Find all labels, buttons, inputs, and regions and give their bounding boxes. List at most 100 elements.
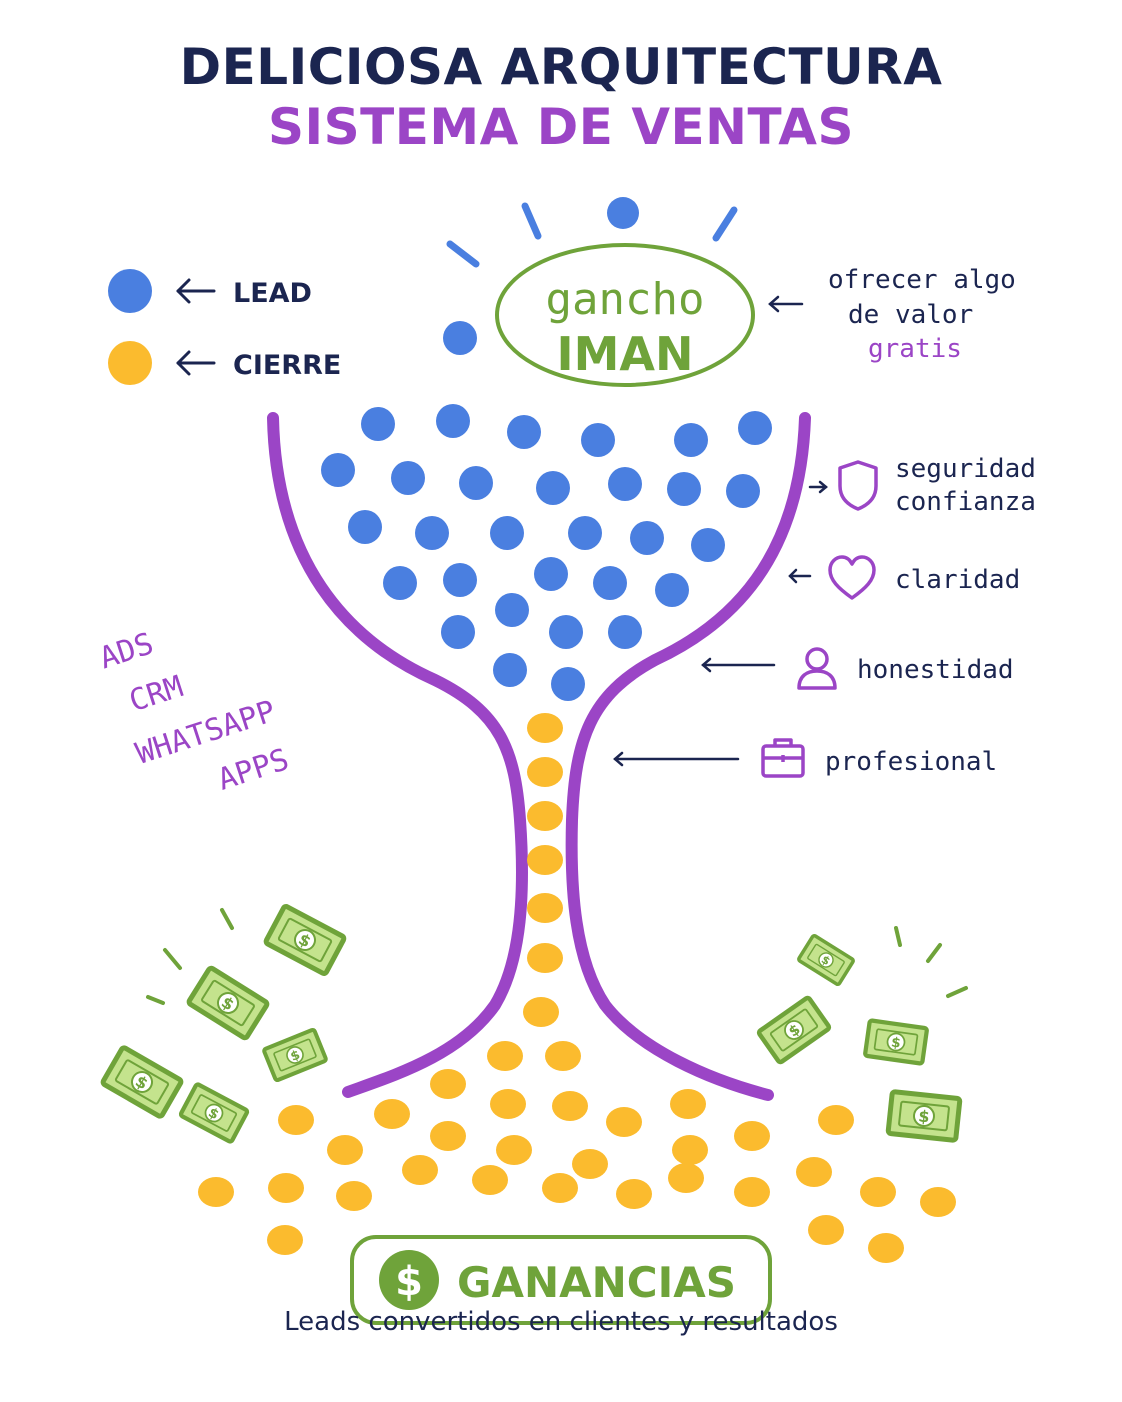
- cierre-dot: [487, 1041, 523, 1071]
- lead-dot: [667, 472, 701, 506]
- cierre-dot: [336, 1181, 372, 1211]
- lead-dot: [581, 423, 615, 457]
- cierre-dot: [734, 1177, 770, 1207]
- title-line-1: DELICIOSA ARQUITECTURA: [179, 38, 943, 96]
- lead-dot: [630, 521, 664, 555]
- cierre-dot: [668, 1163, 704, 1193]
- lead-dot: [655, 573, 689, 607]
- cierre-dot: [527, 713, 563, 743]
- lead-dot: [441, 615, 475, 649]
- lead-dot: [726, 474, 760, 508]
- cierre-dot: [920, 1187, 956, 1217]
- cierre-dot: [198, 1177, 234, 1207]
- lead-dot: [383, 566, 417, 600]
- lead-dot: [551, 667, 585, 701]
- money-bill-icon: [265, 905, 345, 974]
- cierre-dot: [523, 997, 559, 1027]
- lead-dot: [738, 411, 772, 445]
- lead-dot: [348, 510, 382, 544]
- offer-note: ofrecer algo de valor gratis: [768, 265, 1016, 364]
- lead-dot: [608, 467, 642, 501]
- lead-dot: [607, 197, 639, 229]
- cierre-dot: [818, 1105, 854, 1135]
- lead-dot: [568, 516, 602, 550]
- cierre-dot: [808, 1215, 844, 1245]
- cierre-dot: [527, 845, 563, 875]
- cierre-dot: [542, 1173, 578, 1203]
- arrow-left-icon: [768, 295, 804, 313]
- lead-dot: [321, 453, 355, 487]
- arrow-left-icon: [788, 568, 812, 584]
- person-icon: [797, 647, 837, 690]
- cierre-dot: [868, 1233, 904, 1263]
- tool-ads: ADS: [95, 626, 157, 676]
- money-bill-icon: [888, 1092, 960, 1141]
- value-profesional-label: profesional: [825, 747, 997, 777]
- money-bill-icon: [180, 1084, 248, 1143]
- cierre-dot: [327, 1135, 363, 1165]
- money-bill-icon: [263, 1029, 326, 1081]
- offer-line-1: ofrecer algo: [828, 265, 1016, 295]
- cierre-dot: [572, 1149, 608, 1179]
- value-honestidad: honestidad: [701, 647, 1014, 690]
- lead-dot: [361, 407, 395, 441]
- value-seguridad: seguridad confianza: [808, 454, 1036, 517]
- legend-lead-label: LEAD: [233, 278, 312, 309]
- cierre-dot: [796, 1157, 832, 1187]
- cierre-dot: [267, 1225, 303, 1255]
- cierre-dot: [734, 1121, 770, 1151]
- shield-icon: [838, 460, 878, 511]
- briefcase-icon: [761, 738, 805, 778]
- cierre-dot: [278, 1105, 314, 1135]
- cierre-dot: [496, 1135, 532, 1165]
- lead-dot: [415, 516, 449, 550]
- lead-dot: [459, 466, 493, 500]
- cierre-dot: [490, 1089, 526, 1119]
- ganancias-badge: $ GANANCIAS: [350, 1235, 772, 1325]
- cierre-dot: [402, 1155, 438, 1185]
- value-seguridad-line-2: confianza: [895, 487, 1036, 517]
- money-bills-left: [102, 905, 345, 1142]
- cierre-dot: [268, 1173, 304, 1203]
- lead-dot: [593, 566, 627, 600]
- cierre-dot: [670, 1089, 706, 1119]
- lead-dot: [507, 415, 541, 449]
- lead-dot: [443, 321, 477, 355]
- hook-line-2: IMAN: [557, 327, 694, 381]
- sparkle-lines: [894, 926, 968, 998]
- result-subtitle: Leads convertidos en clientes y resultad…: [284, 1307, 838, 1337]
- cierre-dot: [108, 341, 152, 385]
- lead-dot: [674, 423, 708, 457]
- cierre-dot: [374, 1099, 410, 1129]
- value-claridad: claridad: [788, 555, 1020, 600]
- money-bill-icon: [102, 1047, 182, 1117]
- lead-dot: [108, 269, 152, 313]
- hook-magnet: gancho IMAN: [495, 243, 755, 387]
- arrow-left-icon: [176, 350, 216, 376]
- dollar-symbol: $: [395, 1259, 423, 1305]
- cierre-dots: [198, 713, 956, 1263]
- offer-line-2: de valor: [848, 300, 973, 330]
- lead-dot: [608, 615, 642, 649]
- cierre-dot: [616, 1179, 652, 1209]
- lead-dot: [493, 653, 527, 687]
- lead-dot: [549, 615, 583, 649]
- title-line-2: SISTEMA DE VENTAS: [268, 98, 854, 156]
- legend-cierre-label: CIERRE: [233, 350, 341, 381]
- offer-line-3: gratis: [868, 334, 962, 364]
- funnel-outline: [267, 412, 811, 1101]
- money-bills-right: [758, 933, 960, 1141]
- lead-dot: [490, 516, 524, 550]
- lead-dot: [536, 471, 570, 505]
- cierre-dot: [552, 1091, 588, 1121]
- tool-apps: APPS: [214, 742, 294, 798]
- value-honestidad-label: honestidad: [857, 655, 1014, 685]
- lead-dot: [534, 557, 568, 591]
- cierre-dot: [430, 1069, 466, 1099]
- sparkle-lines: [446, 202, 738, 268]
- money-bill-icon: [865, 1020, 927, 1063]
- cierre-dot: [430, 1121, 466, 1151]
- lead-dot: [443, 563, 477, 597]
- cierre-dot: [860, 1177, 896, 1207]
- arrow-left-icon: [176, 278, 216, 304]
